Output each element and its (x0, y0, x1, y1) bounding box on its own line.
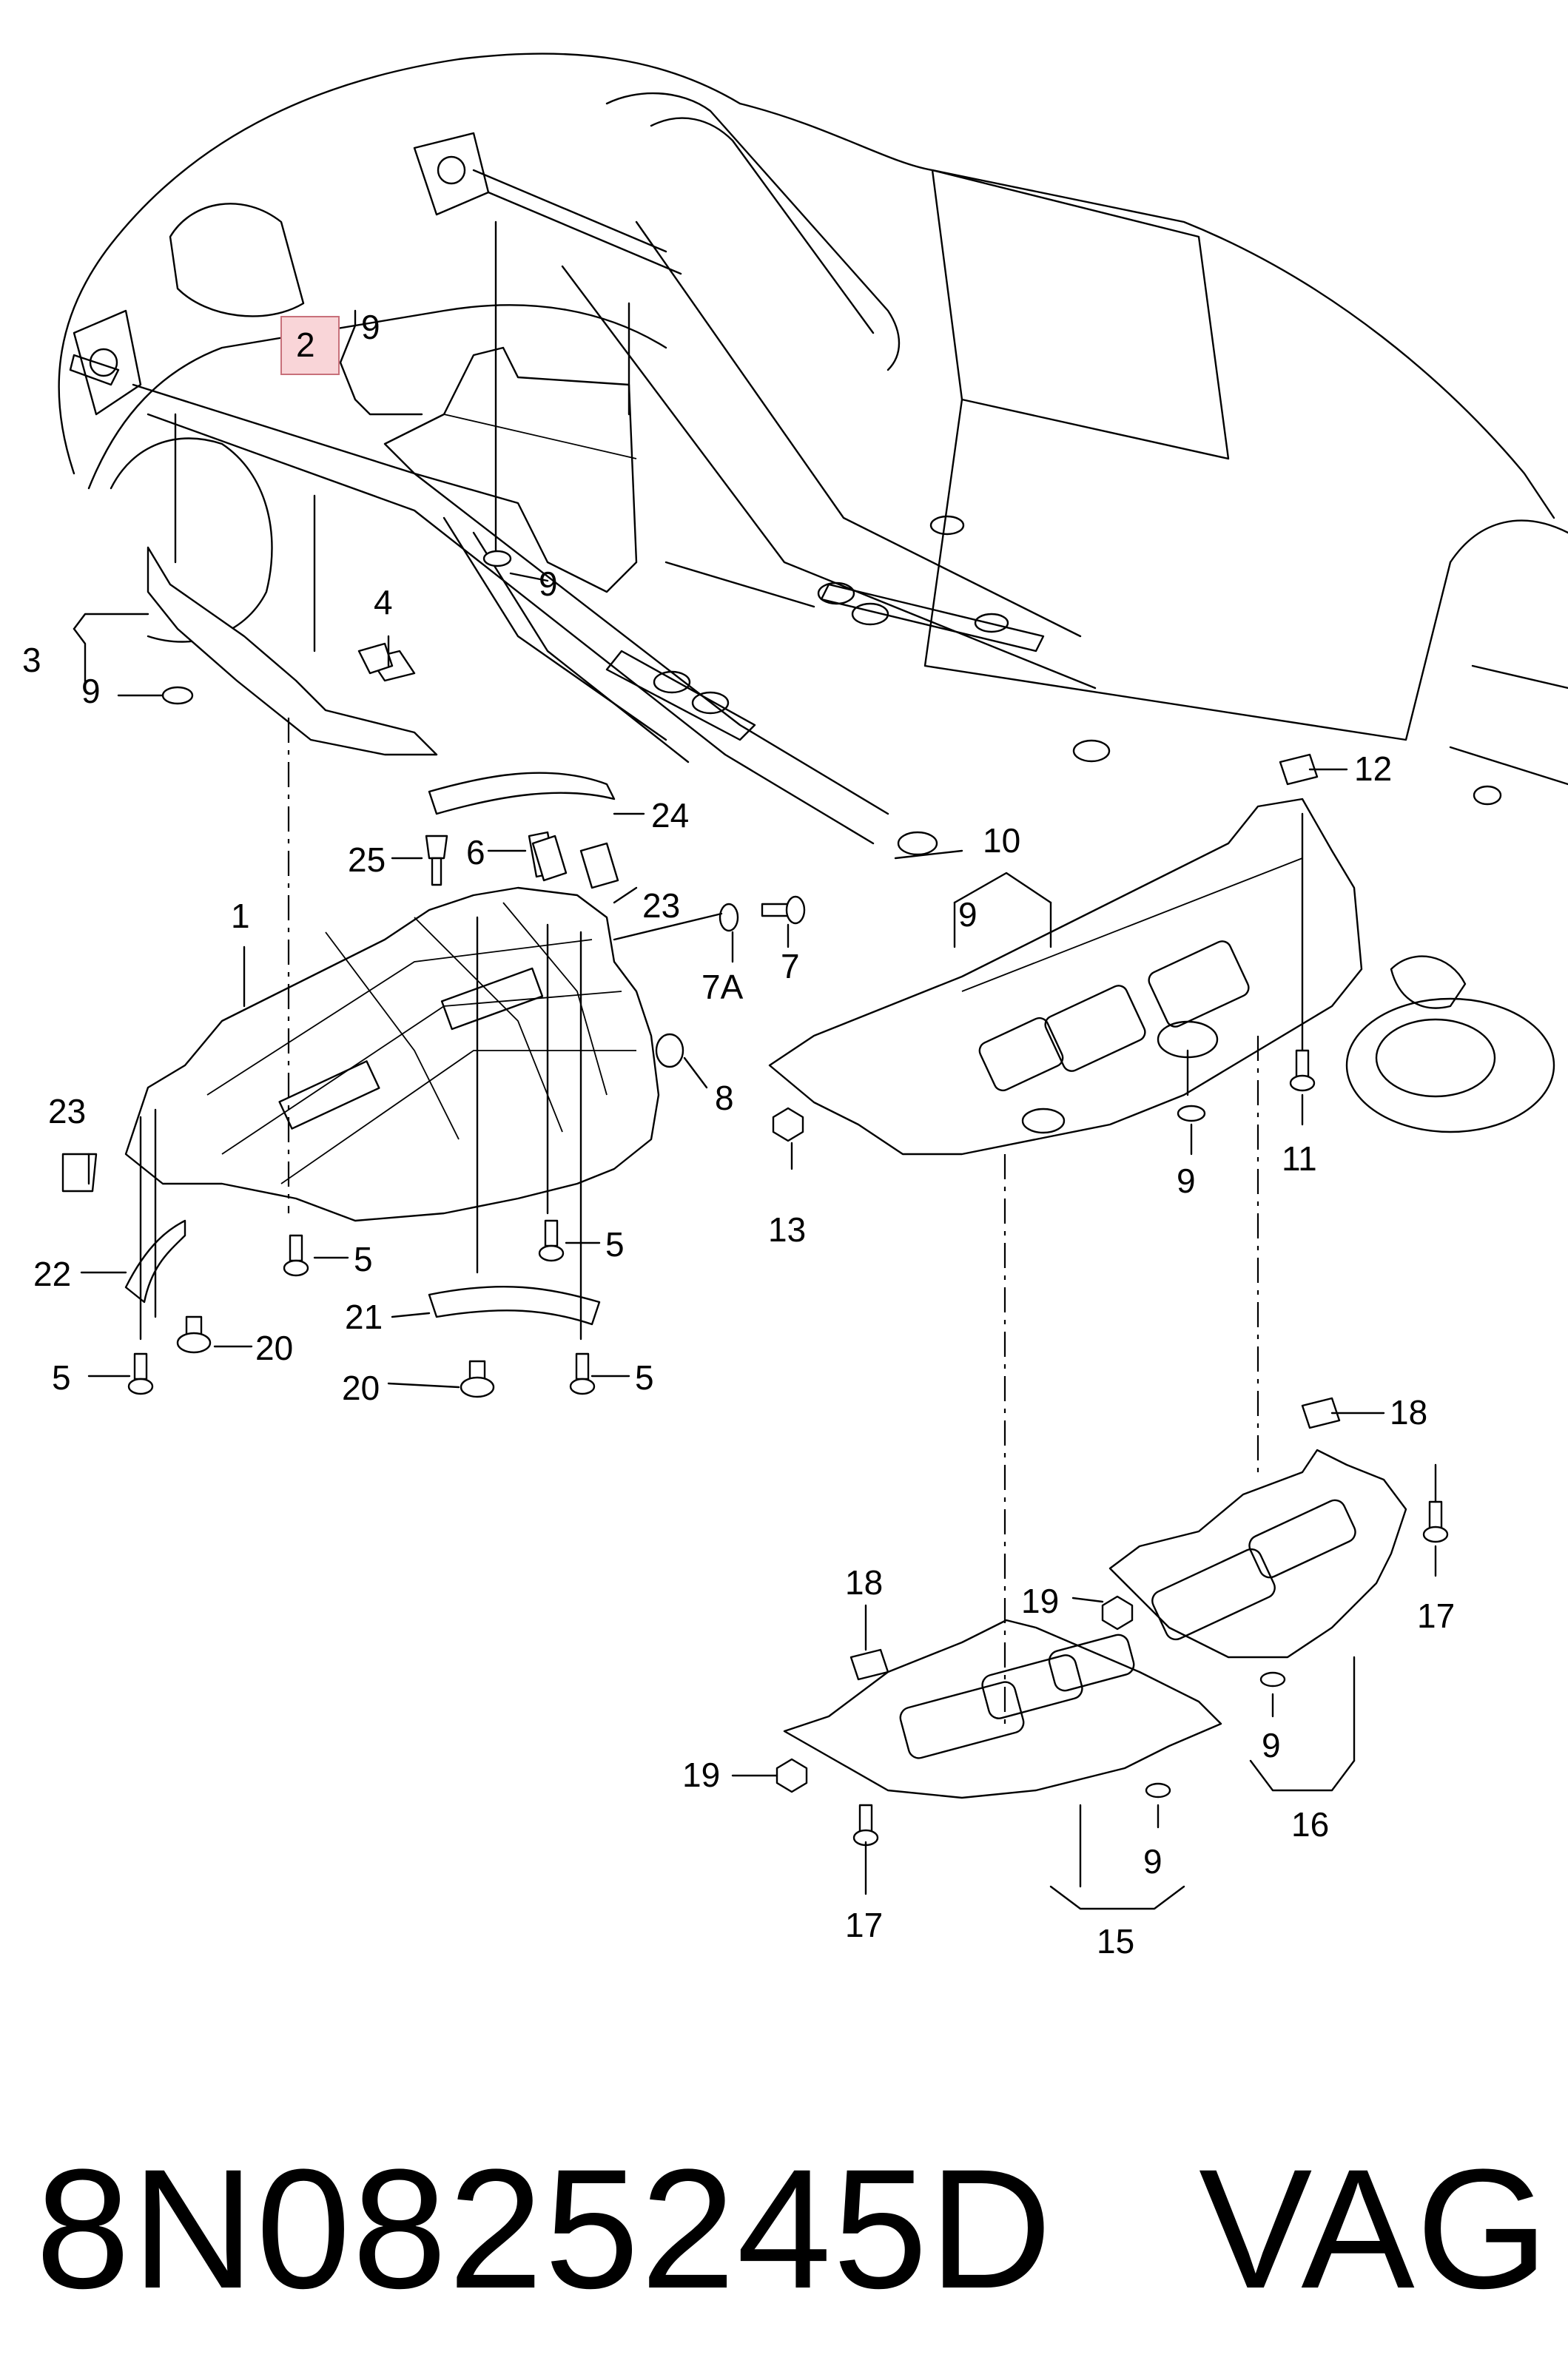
part-10-rear-shield (768, 798, 1363, 1156)
label-3: 3 (22, 641, 41, 679)
label-19: 19 (682, 1756, 720, 1794)
label-9: 9 (1143, 1842, 1162, 1881)
label-20: 20 (342, 1369, 380, 1407)
vehicle-body-outline (58, 53, 1568, 1133)
label-11: 11 (1282, 1139, 1317, 1178)
label-23: 23 (642, 886, 680, 925)
label-7a: 7A (701, 968, 744, 1006)
label-21: 21 (345, 1298, 383, 1336)
fasteners (127, 753, 1449, 1847)
label-10: 10 (983, 821, 1020, 860)
label-5: 5 (52, 1358, 71, 1397)
highlight-box-part-2 (280, 316, 340, 375)
label-5: 5 (605, 1225, 625, 1264)
label-4: 4 (374, 583, 393, 621)
label-24: 24 (651, 796, 689, 835)
label-18: 18 (1390, 1393, 1427, 1432)
label-13: 13 (768, 1210, 806, 1249)
label-9: 9 (539, 564, 558, 603)
callout-labels: 2 9 9 3 9 4 24 25 6 23 1 7 7A 8 23 5 5 2… (22, 308, 1455, 1961)
label-9: 9 (81, 672, 101, 710)
label-20: 20 (255, 1329, 293, 1367)
label-1: 1 (231, 897, 250, 935)
label-8: 8 (715, 1079, 734, 1117)
brand-text: VAG (1199, 2134, 1550, 2324)
label-25: 25 (348, 840, 386, 879)
label-7: 7 (781, 947, 800, 985)
part-3-bracket (147, 413, 438, 756)
label-2: 2 (296, 326, 315, 364)
leader-lines (73, 309, 1437, 1910)
label-18: 18 (845, 1563, 883, 1602)
label-15: 15 (1097, 1922, 1134, 1961)
label-19: 19 (1021, 1582, 1059, 1620)
label-5: 5 (635, 1358, 654, 1397)
label-12: 12 (1354, 749, 1392, 788)
label-17: 17 (1417, 1597, 1455, 1635)
label-22: 22 (33, 1255, 71, 1293)
label-9: 9 (1262, 1726, 1281, 1764)
part-1-main-shield (124, 886, 660, 1222)
part-16-shield (1108, 1449, 1407, 1659)
part-15-shield (783, 1619, 1222, 1799)
part-2-shield (383, 220, 638, 593)
label-9: 9 (958, 895, 978, 934)
label-5: 5 (354, 1240, 373, 1278)
label-9: 9 (361, 308, 380, 346)
label-17: 17 (845, 1906, 883, 1944)
label-16: 16 (1291, 1805, 1329, 1844)
alignment-lines (139, 718, 1304, 1731)
part-number-text: 8N0825245D (36, 2134, 1054, 2324)
label-6: 6 (466, 833, 485, 872)
label-23: 23 (48, 1092, 86, 1130)
label-9: 9 (1177, 1162, 1196, 1200)
